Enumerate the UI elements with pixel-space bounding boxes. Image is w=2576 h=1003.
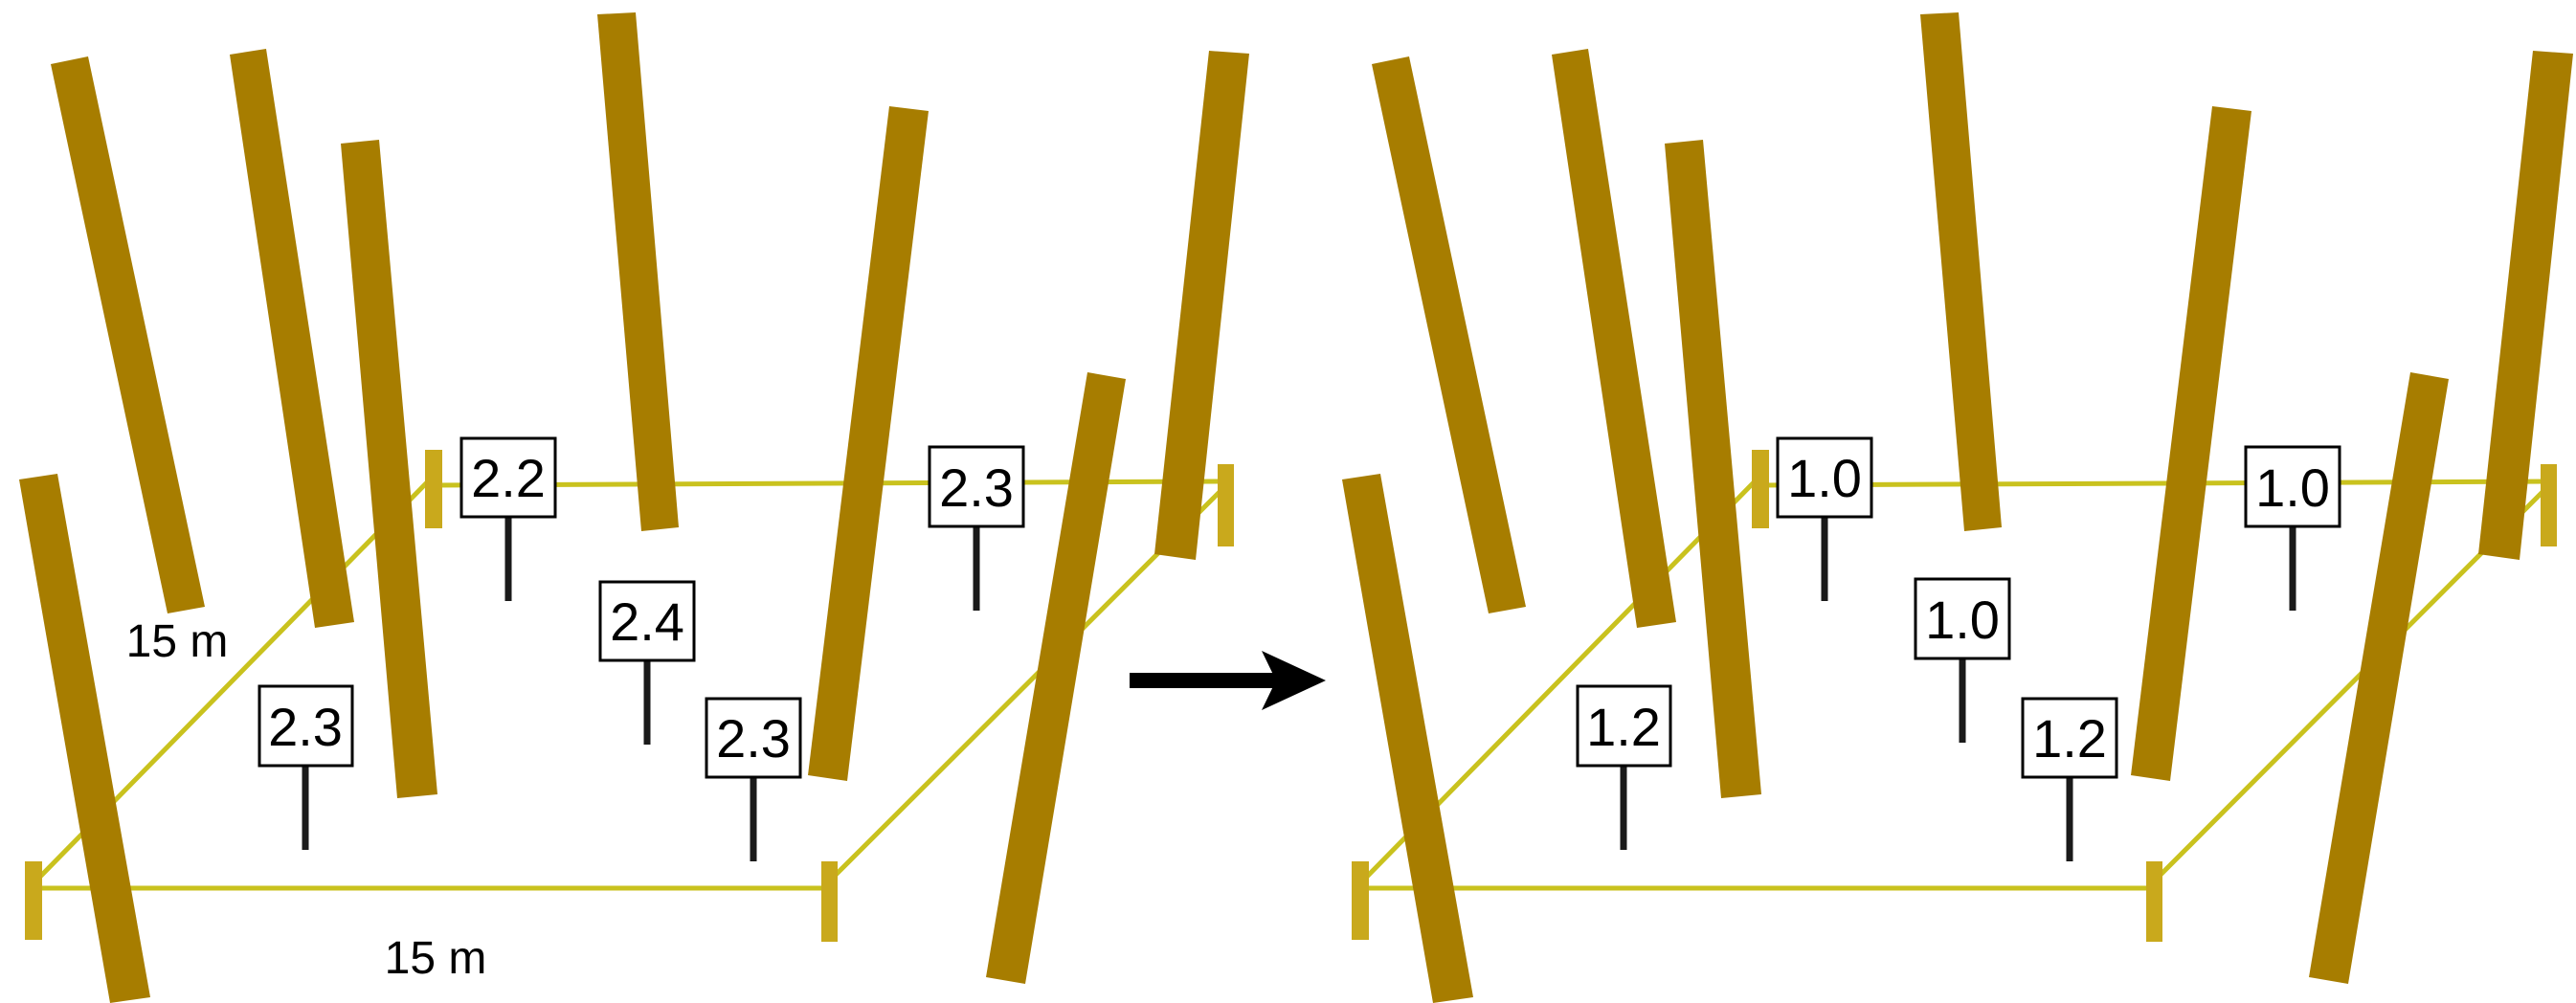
measurement-sign: 2.2	[459, 436, 557, 601]
measurement-sign: 2.3	[928, 445, 1025, 611]
tree-trunk	[1665, 140, 1761, 798]
sign-value: 2.3	[939, 457, 1014, 518]
measurement-sign: 2.4	[598, 580, 696, 745]
tree-trunk	[2478, 51, 2573, 560]
tree-trunk	[986, 372, 1126, 984]
tree-trunk	[808, 106, 929, 781]
tree-trunk	[597, 12, 679, 531]
sign-value: 2.3	[716, 708, 791, 769]
measurement-sign: 2.3	[705, 697, 802, 861]
measurement-sign: 1.2	[1576, 684, 1672, 850]
tree-trunk	[51, 56, 205, 613]
sign-value: 2.3	[268, 697, 343, 757]
measurement-sign: 1.2	[2021, 697, 2118, 861]
tree-trunk	[1920, 12, 2002, 531]
measurement-sign: 2.3	[258, 684, 354, 850]
sign-value: 2.4	[610, 591, 684, 652]
sign-value: 1.0	[2255, 457, 2330, 518]
tree-trunk	[230, 49, 354, 628]
tree-trunk	[341, 140, 437, 798]
dimension-label: 15 m	[385, 933, 487, 984]
sign-value: 1.2	[1586, 697, 1661, 757]
tree-trunk	[2131, 106, 2251, 781]
measurement-sign: 1.0	[1914, 577, 2011, 743]
sign-value: 1.2	[2032, 708, 2107, 769]
sign-value: 2.2	[471, 448, 546, 508]
panel-after: 1.0 1.0 1.0 1.2 1.2	[1342, 12, 2573, 1003]
measurement-sign: 1.0	[1776, 436, 1873, 601]
sign-value: 1.0	[1787, 448, 1862, 508]
corner-stakes	[1352, 450, 2557, 942]
sign-value: 1.0	[1925, 590, 2000, 650]
tree-trunk	[1342, 474, 1473, 1003]
panel-before: 2.2 2.3 2.4 2.3 2.3 15 m 15 m	[19, 12, 1249, 1003]
tree-trunk	[1372, 56, 1526, 613]
dimension-label: 15 m	[126, 616, 229, 667]
right-arrow-icon	[1130, 651, 1326, 710]
trees	[19, 12, 1249, 1003]
tree-trunk	[1552, 49, 1676, 628]
tree-trunk	[19, 474, 150, 1003]
corner-stakes	[25, 450, 1234, 942]
tree-trunk	[2309, 372, 2449, 984]
tree-trunk	[1154, 51, 1249, 560]
measurement-sign: 1.0	[2244, 445, 2341, 611]
trees	[1342, 12, 2573, 1003]
